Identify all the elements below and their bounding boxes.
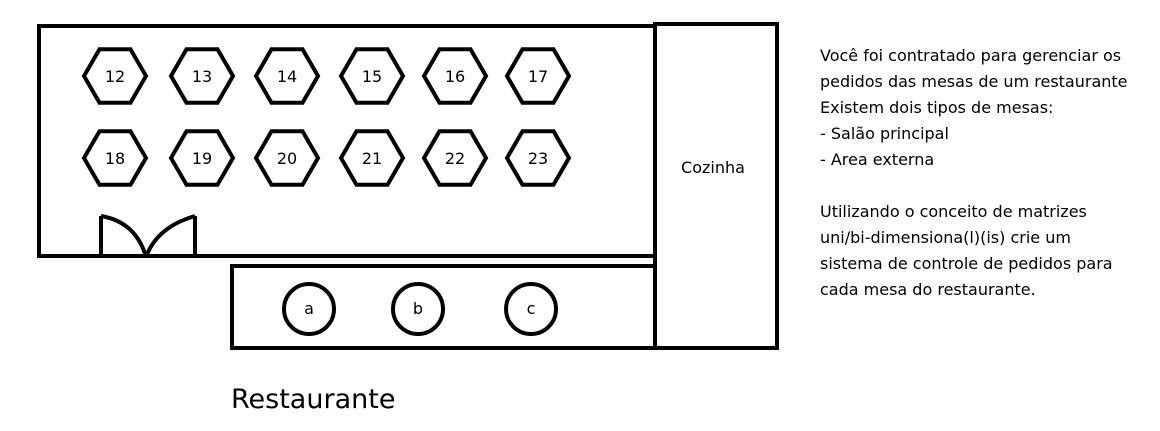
table-label: 17 [528,67,548,86]
hall-table-14: 14 [253,47,321,105]
external-table-a: a [282,282,336,336]
diagram-caption: Restaurante [231,384,396,415]
table-label: 16 [445,67,465,86]
table-label: 14 [277,67,297,86]
hexagon-table-shape [504,129,572,187]
hall-table-16: 16 [421,47,489,105]
description-line: Utilizando o conceito de matrizes [820,202,1087,221]
hall-table-17: 17 [504,47,572,105]
external-table-c: c [504,282,558,336]
external-table-b: b [391,282,445,336]
table-label: a [304,299,314,318]
hexagon-table-shape [421,47,489,105]
description-line: cada mesa do restaurante. [820,280,1036,299]
hexagon-table-shape [81,47,149,105]
external-area [230,264,657,350]
hall-table-23: 23 [504,129,572,187]
hall-table-21: 21 [338,129,406,187]
main-hall-tables: 12 13 14 15 16 17 18 19 20 21 22 23 [81,47,572,187]
external-tables: a b c [282,282,558,336]
hexagon-table-shape [168,129,236,187]
hall-table-19: 19 [168,129,236,187]
table-label: 19 [192,149,212,168]
table-label: 23 [528,149,548,168]
hall-table-22: 22 [421,129,489,187]
table-label: 20 [277,149,297,168]
table-label: 18 [105,149,125,168]
description-line: - Area externa [820,150,935,169]
table-label: 13 [192,67,212,86]
description-line: Você foi contratado para gerenciar os [820,46,1122,65]
hexagon-table-shape [338,47,406,105]
description-line: pedidos das mesas de um restaurante [820,72,1128,91]
table-label: b [413,299,423,318]
hall-table-15: 15 [338,47,406,105]
kitchen-label: Cozinha [681,158,745,177]
task-description: Você foi contratado para gerenciar os ped… [820,43,1155,303]
description-line: Existem dois tipos de mesas: [820,98,1054,117]
description-line: - Salão principal [820,124,949,143]
table-label: 21 [362,149,382,168]
round-table-shape [282,282,336,336]
table-label: 22 [445,149,465,168]
hall-table-13: 13 [168,47,236,105]
hexagon-table-shape [168,47,236,105]
hexagon-table-shape [253,47,321,105]
description-gap [820,173,1155,199]
restaurant-floorplan: Cozinha 12 13 14 15 16 17 18 19 20 21 22 23 a b c [37,22,779,350]
hexagon-table-shape [338,129,406,187]
table-label: 15 [362,67,382,86]
main-hall [37,24,657,258]
description-line: uni/bi-dimensiona(l)(is) crie um [820,228,1071,247]
door [99,214,197,258]
hall-table-12: 12 [81,47,149,105]
hexagon-table-shape [253,129,321,187]
table-label: c [527,299,536,318]
description-line: sistema de controle de pedidos para [820,254,1113,273]
hexagon-table-shape [504,47,572,105]
hexagon-table-shape [421,129,489,187]
table-label: 12 [105,67,125,86]
round-table-shape [504,282,558,336]
round-table-shape [391,282,445,336]
hexagon-table-shape [81,129,149,187]
hall-table-20: 20 [253,129,321,187]
hall-table-18: 18 [81,129,149,187]
kitchen [653,22,779,350]
